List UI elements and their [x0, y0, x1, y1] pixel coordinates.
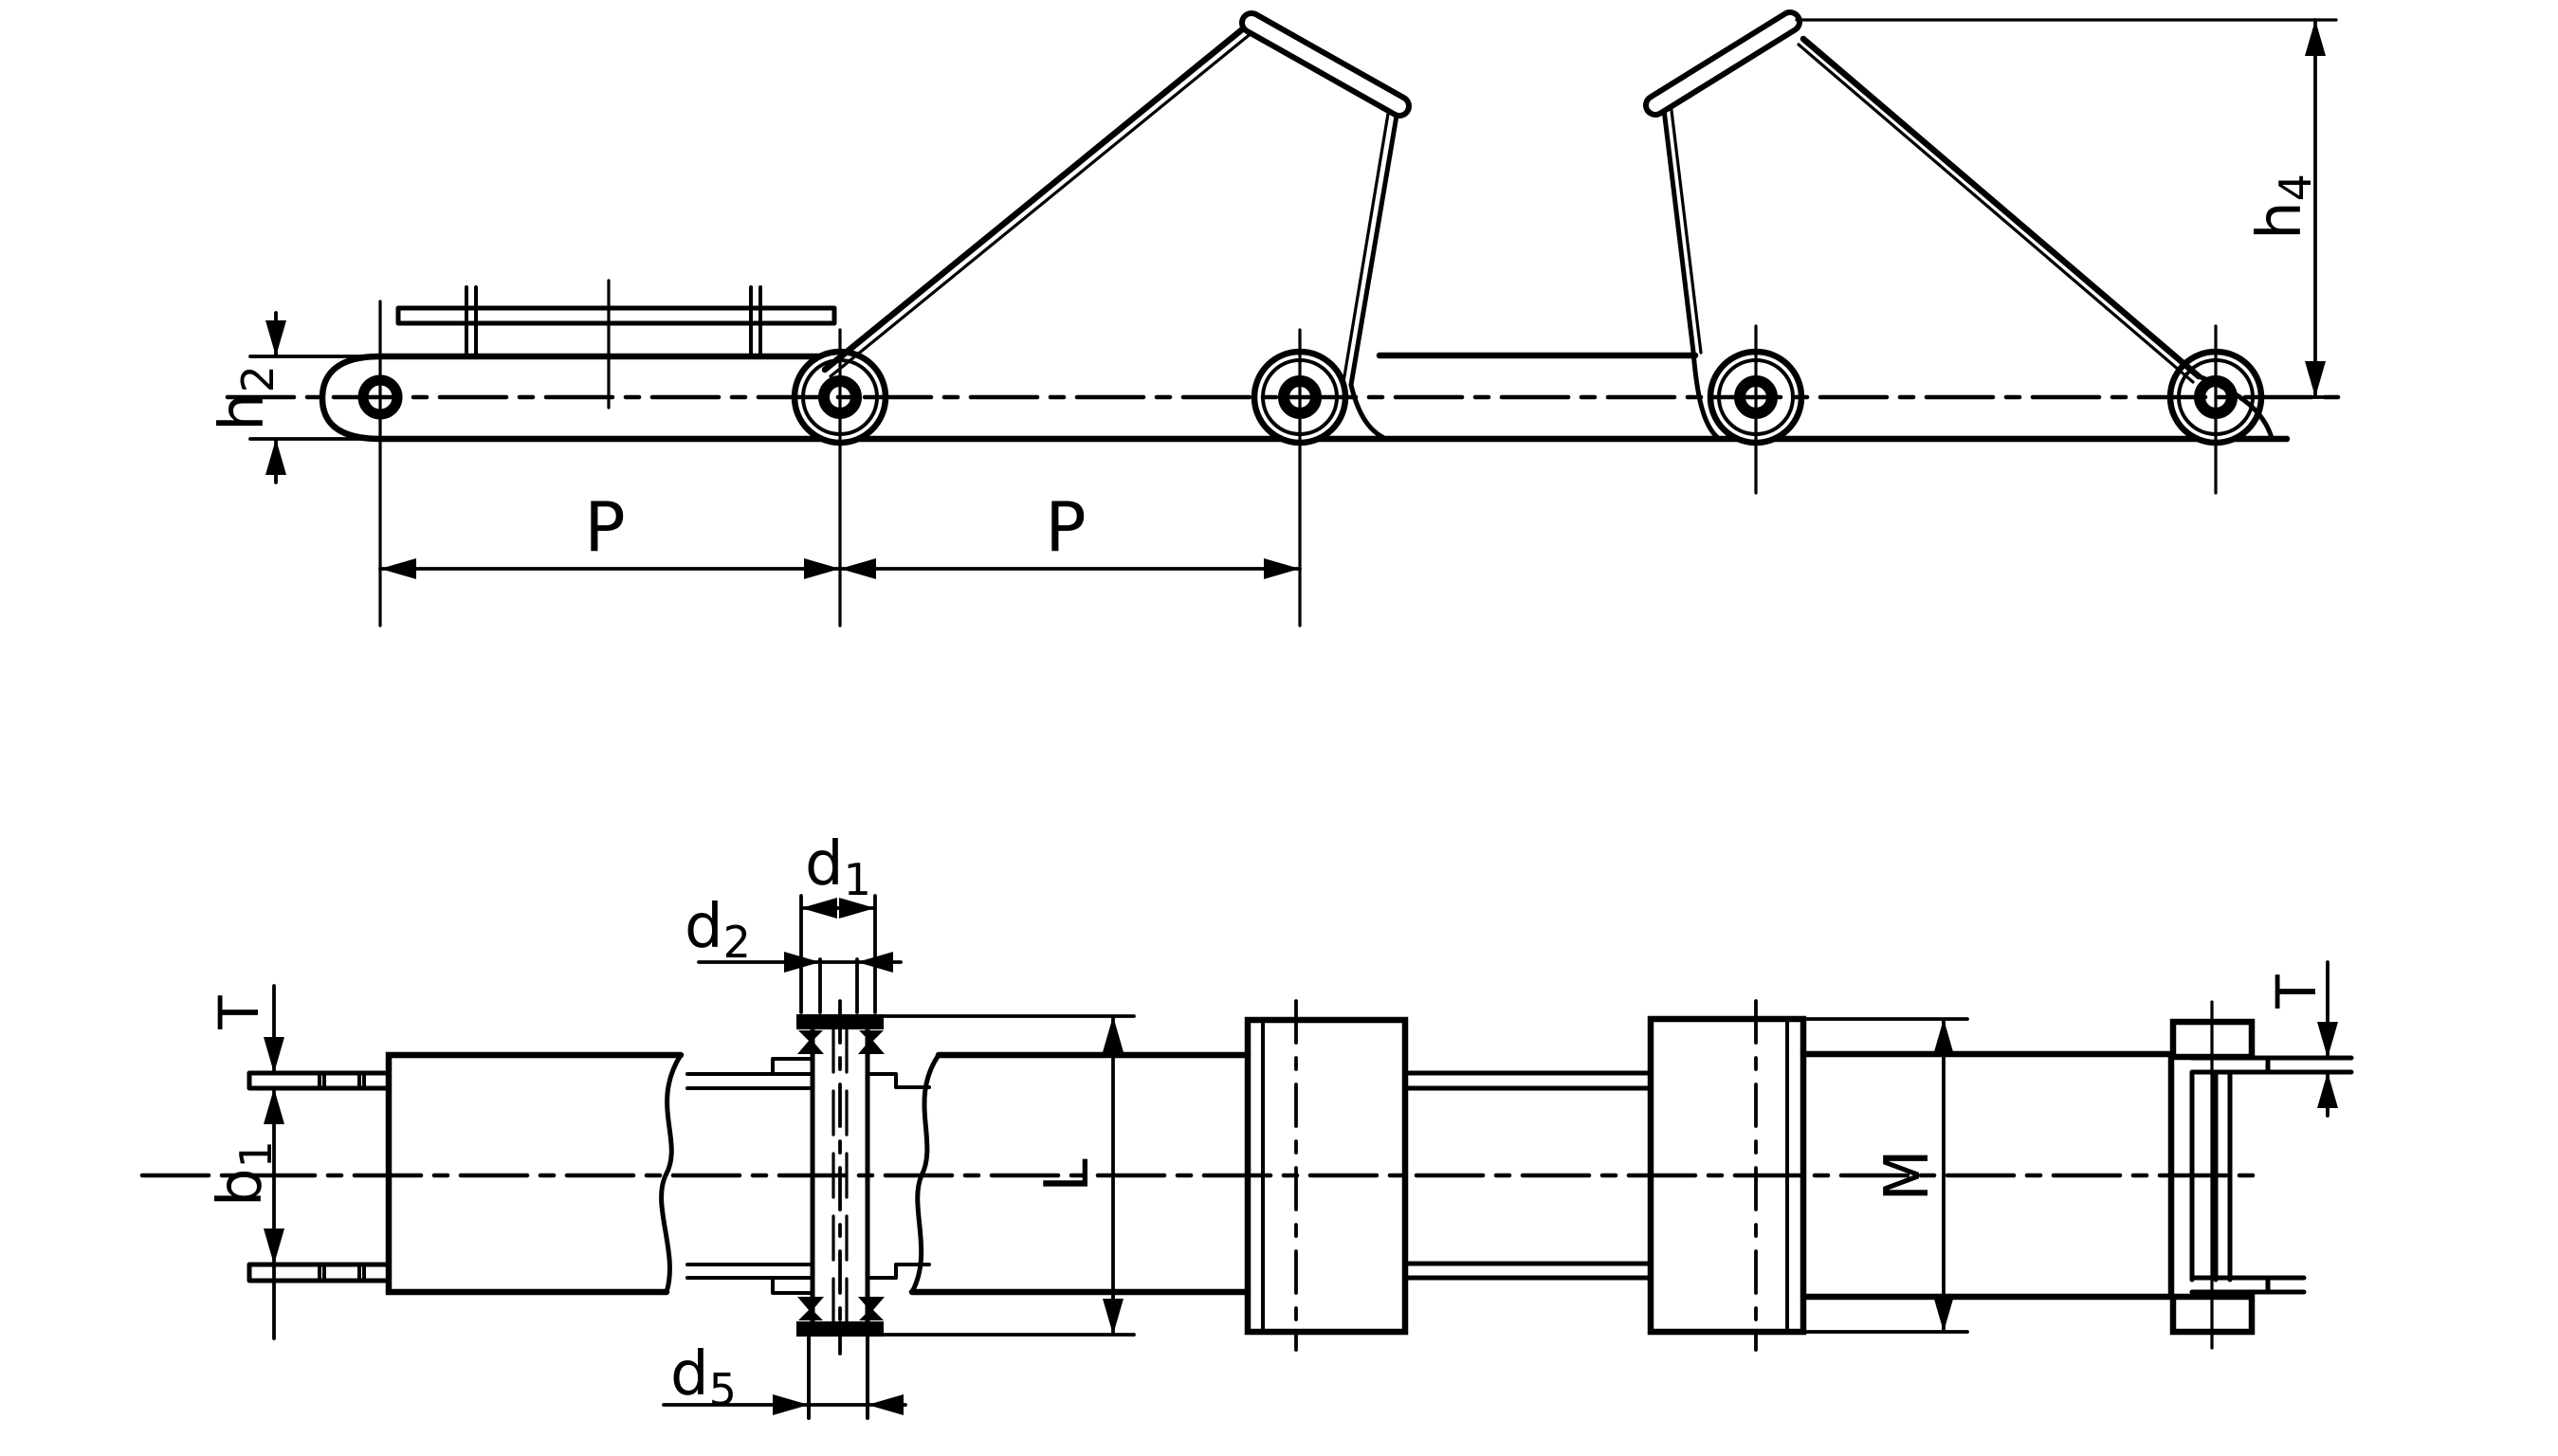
dim-t-left	[264, 984, 284, 1075]
dim-d2	[697, 952, 903, 1014]
dim-label-p-left: P	[584, 487, 625, 567]
side-view: h2 P P h4	[208, 9, 2340, 579]
dim-b1	[264, 1086, 284, 1340]
dim-t-right	[2317, 960, 2338, 1118]
dim-label-d1: d1	[805, 829, 871, 905]
dim-label-t-right: T	[2264, 974, 2329, 1010]
pin-center-marks-plan	[838, 999, 1758, 1356]
dim-label-p-right: P	[1045, 487, 1086, 567]
dim-label-d5: d5	[670, 1339, 737, 1415]
centerlines	[139, 300, 2341, 1356]
pin-center-marks-side	[378, 300, 2218, 628]
link-bars	[1402, 1070, 1654, 1281]
dim-label-d2: d2	[685, 892, 751, 968]
dim-label-h4: h4	[2245, 173, 2321, 240]
attachment-bar	[395, 279, 837, 410]
chain-plates-side	[319, 352, 2291, 443]
flight-2	[1643, 9, 2338, 441]
pin-2-bottom-washer	[796, 1321, 884, 1337]
dim-m	[1801, 1017, 1969, 1334]
plan-view: T b1 d1 d2 d5 L M T	[206, 829, 2354, 1420]
dim-d1	[799, 894, 877, 1014]
pin-2-top-clips	[797, 1030, 885, 1054]
flight-1	[821, 10, 1412, 442]
dim-h2	[248, 311, 385, 484]
dim-label-t-left: T	[207, 995, 271, 1030]
pin-2-bottom-clips	[797, 1297, 885, 1320]
dim-d5	[662, 1394, 907, 1415]
